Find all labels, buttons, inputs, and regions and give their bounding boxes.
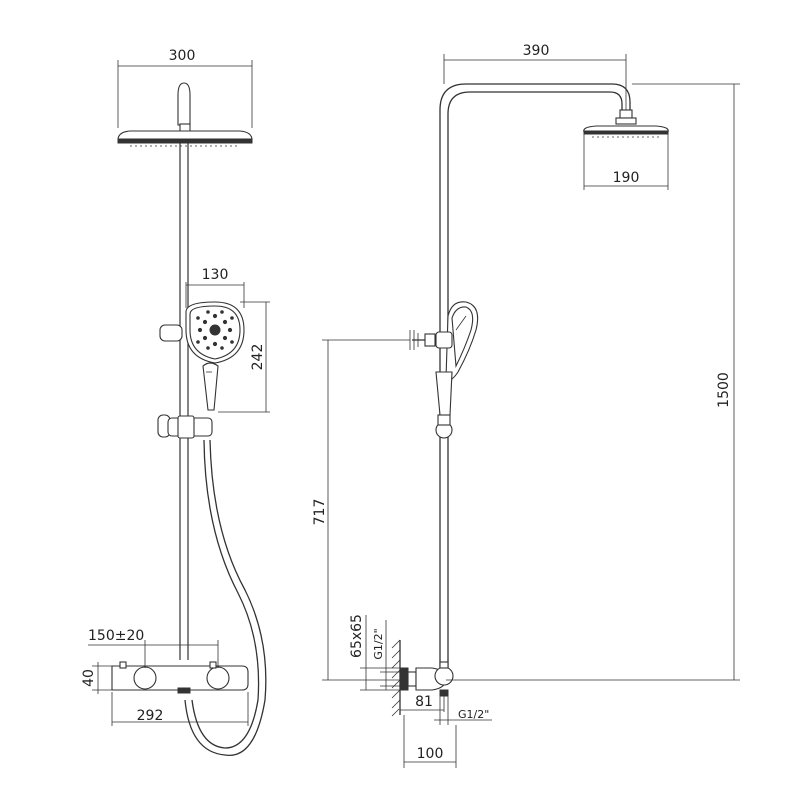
front-view: 300 130 242 150±20 40 <box>81 48 270 756</box>
wall-hatching <box>391 639 401 717</box>
dim-valve-length: 292 <box>111 692 249 726</box>
dim-head-width-label: 300 <box>169 48 196 64</box>
wall-connection <box>391 639 700 717</box>
dim-total-height-label: 1500 <box>716 372 732 408</box>
dim-inlet-thread-bottom: G1/2" <box>434 696 492 725</box>
dim-hand-width: 130 <box>185 267 245 308</box>
riser-with-arm <box>439 83 631 680</box>
dim-wall-offset: 81 <box>400 690 445 712</box>
dim-base-offset: 100 <box>403 715 457 768</box>
dim-inlet-thread-side: G1/2" <box>372 620 410 690</box>
side-slider-knob <box>435 414 453 439</box>
side-hand-shower <box>435 301 479 416</box>
riser-rail <box>179 143 189 660</box>
dim-valve-length-label: 292 <box>137 708 164 724</box>
slider-bracket <box>157 414 213 439</box>
dim-head-width: 300 <box>117 48 253 128</box>
dim-valve-height: 40 <box>81 662 114 694</box>
dim-flange-size: 65x65 <box>349 614 404 691</box>
dim-base-offset-label: 100 <box>417 746 444 762</box>
dim-arm-reach: 390 <box>443 43 627 110</box>
dim-flange-size-label: 65x65 <box>349 614 365 658</box>
dim-hand-height-label: 242 <box>250 344 266 371</box>
dim-valve-height-label: 40 <box>81 669 97 687</box>
hand-shower <box>159 301 245 411</box>
side-overhead-shower-head <box>583 109 669 138</box>
dim-outlet-height: 717 <box>312 339 410 681</box>
dim-valve-centers: 150±20 <box>88 628 219 668</box>
dim-hand-height: 242 <box>218 301 270 413</box>
dim-valve-centers-label: 150±20 <box>88 628 144 644</box>
side-view: 390 190 1500 717 65x65 <box>312 43 740 768</box>
dim-head-diameter: 190 <box>583 134 669 190</box>
dim-inlet-thread-side-label: G1/2" <box>372 628 385 659</box>
side-holder-bracket <box>409 330 453 350</box>
dim-arm-reach-label: 390 <box>523 43 550 59</box>
dim-hand-width-label: 130 <box>202 267 229 283</box>
thermostatic-mixer <box>111 661 249 694</box>
shower-hose <box>184 439 267 756</box>
dim-outlet-height-label: 717 <box>312 499 328 526</box>
spray-nozzles <box>196 310 234 350</box>
dim-total-height: 1500 <box>632 83 740 681</box>
dim-head-diameter-label: 190 <box>613 170 640 186</box>
dim-inlet-thread-bottom-label: G1/2" <box>458 708 489 721</box>
overhead-shower-head <box>117 82 253 147</box>
dim-wall-offset-label: 81 <box>415 694 433 710</box>
